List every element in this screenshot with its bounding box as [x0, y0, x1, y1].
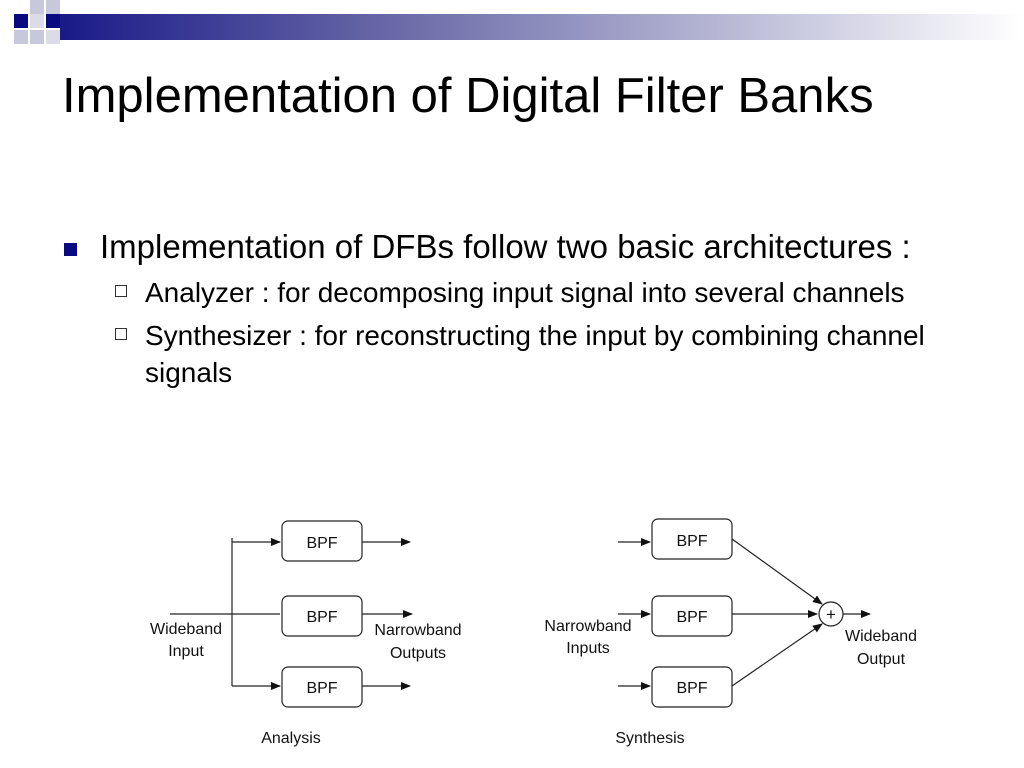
sub-bullet-text: Analyzer : for decomposing input signal … [145, 277, 905, 308]
wideband-input-label: Wideband [150, 621, 222, 638]
narrowband-inputs-label: Inputs [566, 640, 610, 657]
sub-bullet-analyzer: Analyzer : for decomposing input signal … [108, 274, 982, 311]
hollow-square-bullet-icon [115, 328, 127, 340]
narrowband-outputs-label: Outputs [390, 645, 446, 662]
bpf-block [281, 595, 363, 637]
bullet-list: Implementation of DFBs follow two basic … [62, 226, 982, 391]
sum-arrow [731, 538, 823, 605]
analysis-diagram [170, 520, 413, 708]
bpf-label: BPF [306, 535, 337, 552]
bpf-block [651, 666, 733, 708]
sum-arrow [731, 623, 823, 687]
bpf-label: BPF [676, 609, 707, 626]
sub-bullet-synthesizer: Synthesizer : for reconstructing the inp… [108, 317, 982, 391]
bpf-label: BPF [306, 680, 337, 697]
bpf-block [281, 520, 363, 562]
adder-plus-icon: + [826, 605, 836, 624]
synthesis-caption: Synthesis [615, 730, 684, 747]
bullet-text: Implementation of DFBs follow two basic … [100, 228, 911, 265]
decorative-header-band [14, 0, 1024, 44]
bpf-label: BPF [676, 680, 707, 697]
synthesis-diagram [618, 518, 871, 708]
sub-bullet-text: Synthesizer : for reconstructing the inp… [145, 320, 925, 388]
wideband-output-label: Output [857, 651, 906, 668]
filter-bank-diagram: BPF BPF BPF Wideband Input Narrowband Ou… [150, 518, 917, 747]
bpf-label: BPF [306, 609, 337, 626]
wideband-input-label: Input [168, 643, 204, 660]
bullet-item: Implementation of DFBs follow two basic … [62, 226, 982, 268]
bpf-block [281, 666, 363, 708]
narrowband-outputs-label: Narrowband [374, 622, 461, 639]
wideband-output-label: Wideband [845, 628, 917, 645]
hollow-square-bullet-icon [115, 285, 127, 297]
narrowband-inputs-label: Narrowband [544, 618, 631, 635]
analysis-caption: Analysis [261, 730, 321, 747]
bpf-block [651, 595, 733, 637]
square-bullet-icon [64, 243, 77, 256]
bpf-label: BPF [676, 533, 707, 550]
slide-title: Implementation of Digital Filter Banks [62, 69, 874, 123]
